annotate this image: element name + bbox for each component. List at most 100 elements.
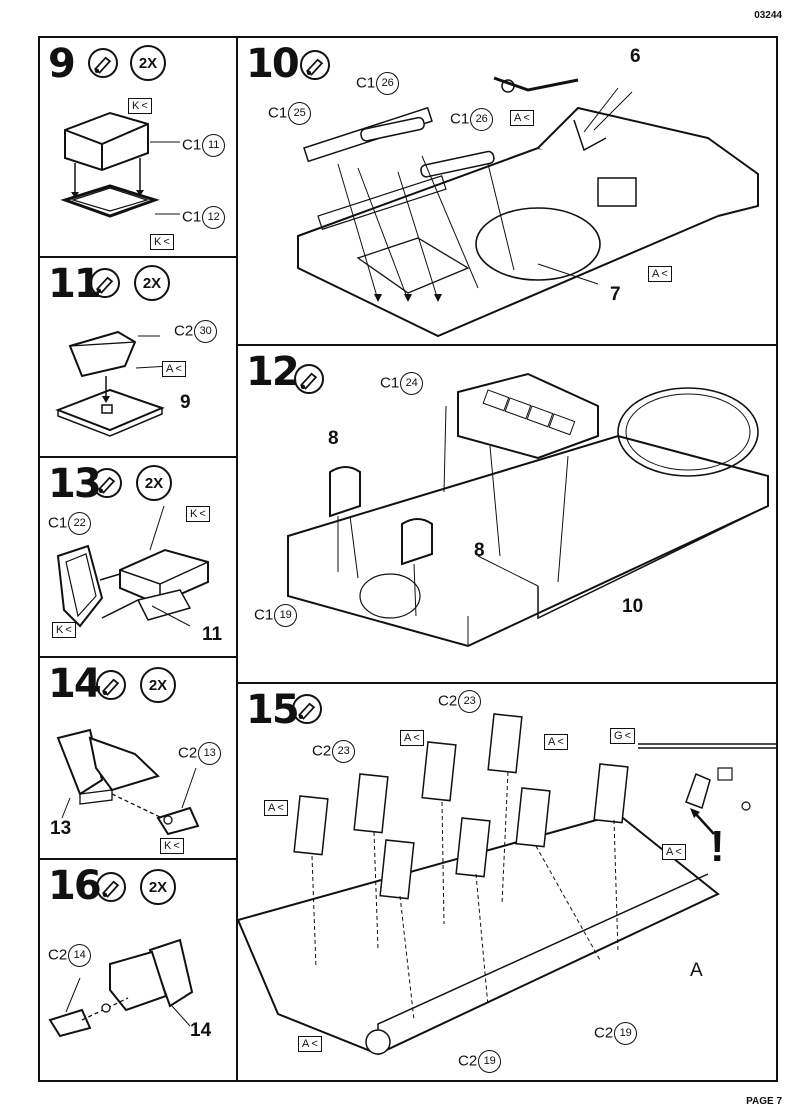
assembly-ref: 10 bbox=[622, 596, 644, 617]
part-number: 23 bbox=[458, 690, 482, 713]
hull-floor-drawing bbox=[297, 76, 759, 338]
marker-tag: A bbox=[544, 734, 568, 750]
page-number: PAGE 7 bbox=[746, 1096, 782, 1107]
part-number: 24 bbox=[400, 372, 424, 395]
seat-assembly-drawing bbox=[56, 505, 209, 628]
part-prefix: C2 bbox=[48, 946, 68, 964]
glue-tube-icon bbox=[300, 50, 330, 80]
part-number: 19 bbox=[478, 1050, 502, 1073]
part-prefix: C1 bbox=[356, 74, 376, 92]
part-number: 14 bbox=[68, 944, 92, 967]
glue-tube-icon bbox=[96, 670, 126, 700]
doc-number: 03244 bbox=[754, 10, 782, 21]
part-number: 11 bbox=[202, 134, 226, 157]
marker-tag: A bbox=[264, 800, 288, 816]
part-prefix: C2 bbox=[594, 1024, 614, 1042]
marker-tag: K bbox=[160, 838, 184, 854]
part-prefix: C1 bbox=[48, 514, 68, 532]
part-prefix: C1 bbox=[268, 104, 288, 122]
seat-base-drawing bbox=[55, 330, 171, 437]
quantity-badge: 2X bbox=[136, 465, 172, 501]
part-number: 26 bbox=[470, 108, 494, 131]
part-prefix: C2 bbox=[174, 322, 194, 340]
part-number: 22 bbox=[68, 512, 92, 535]
part-prefix: C1 bbox=[380, 374, 400, 392]
assembly-ref: 11 bbox=[202, 624, 223, 645]
assembly-ref: 14 bbox=[190, 1020, 212, 1041]
part-number: 23 bbox=[332, 740, 356, 763]
marker-tag: K bbox=[52, 622, 76, 638]
assembly-ref: 8 bbox=[328, 428, 339, 449]
marker-tag: G bbox=[610, 728, 635, 744]
assembly-ref: 13 bbox=[50, 818, 72, 839]
marker-tag: K bbox=[186, 506, 210, 522]
part-prefix: C1 bbox=[450, 110, 470, 128]
step-number: 15 bbox=[246, 687, 300, 733]
part-prefix: C1 bbox=[182, 136, 202, 154]
marker-tag: K bbox=[150, 234, 174, 250]
assembly-ref: A bbox=[690, 960, 703, 981]
seat-lever-drawing bbox=[56, 728, 200, 836]
part-number: 30 bbox=[194, 320, 218, 343]
glue-tube-icon bbox=[90, 268, 120, 298]
glue-tube-icon bbox=[88, 48, 118, 78]
part-prefix: C2 bbox=[458, 1052, 478, 1070]
glue-tube-icon bbox=[294, 364, 324, 394]
quantity-badge: 2X bbox=[134, 265, 170, 301]
glue-tube-icon bbox=[92, 468, 122, 498]
marker-tag: A bbox=[298, 1036, 322, 1052]
quantity-badge: 2X bbox=[130, 45, 166, 81]
seat-lever-drawing bbox=[48, 938, 194, 1038]
marker-tag: A bbox=[510, 110, 534, 126]
step-number: 10 bbox=[246, 41, 300, 87]
quantity-badge: 2X bbox=[140, 869, 176, 905]
assembly-ref: 7 bbox=[610, 284, 621, 305]
part-prefix: C2 bbox=[312, 742, 332, 760]
part-number: 26 bbox=[376, 72, 400, 95]
part-number: 19 bbox=[614, 1022, 638, 1045]
marker-tag: A bbox=[162, 361, 186, 377]
marker-tag: K bbox=[128, 98, 152, 114]
hull-roof-drawing bbox=[287, 372, 769, 648]
assembly-ref: 9 bbox=[180, 392, 191, 413]
part-number: 25 bbox=[288, 102, 312, 125]
part-number: 12 bbox=[202, 206, 226, 229]
glue-tube-icon bbox=[96, 872, 126, 902]
quantity-badge: 2X bbox=[140, 667, 176, 703]
seat-cushion-drawing bbox=[60, 111, 180, 218]
assembly-ref: 6 bbox=[630, 46, 641, 67]
part-prefix: C1 bbox=[254, 606, 274, 624]
marker-tag: A bbox=[662, 844, 686, 860]
marker-tag: A bbox=[400, 730, 424, 746]
warning-mark: ! bbox=[710, 822, 725, 871]
marker-tag: A bbox=[648, 266, 672, 282]
part-number: 13 bbox=[198, 742, 222, 765]
step-number: 16 bbox=[48, 863, 102, 909]
part-number: 19 bbox=[274, 604, 298, 627]
step-number: 12 bbox=[246, 349, 300, 395]
part-prefix: C1 bbox=[182, 208, 202, 226]
assembly-ref: 8 bbox=[474, 540, 485, 561]
